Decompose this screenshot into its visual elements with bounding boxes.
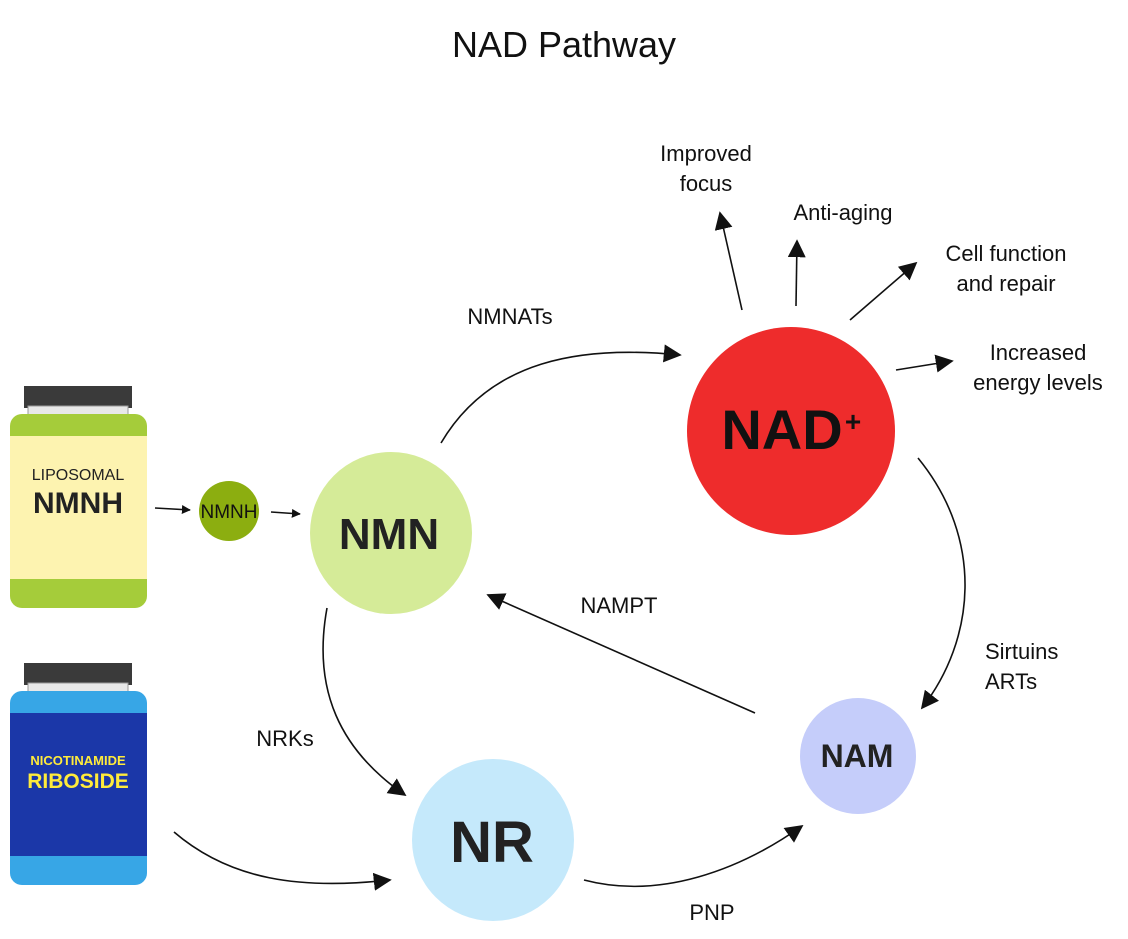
enzyme-nampt: NAMPT	[581, 593, 658, 618]
arrow-nad-to-nam	[917, 457, 966, 710]
bottle-label-line1: LIPOSOMAL	[32, 467, 125, 484]
diagram-title: NAD Pathway	[451, 24, 677, 65]
bottle-label-line1: NICOTINAMIDE	[30, 753, 126, 768]
enzyme-nrks: NRKs	[256, 726, 313, 751]
benefit-cell-line1: Cell function	[945, 241, 1066, 266]
arrow-nmnh-to-nmn	[270, 508, 301, 518]
arrow-bottle-to-nmnh	[154, 505, 191, 515]
benefit-anti-aging: Anti-aging	[793, 200, 892, 225]
arrow-nmn-to-nr	[322, 607, 407, 797]
benefit-focus-line1: Improved	[660, 141, 752, 166]
nam-label: NAM	[821, 738, 894, 774]
nmn-node	[310, 452, 472, 614]
nam-node	[800, 698, 916, 814]
enzyme-arts: ARTs	[985, 669, 1037, 694]
nr-node	[412, 759, 574, 921]
arrow-nad-to-anti-aging	[787, 239, 806, 307]
bottle-cap	[24, 386, 132, 408]
benefit-energy-line1: Increased	[990, 340, 1087, 365]
nmn-label: NMN	[339, 510, 439, 559]
bottle-label	[10, 713, 147, 856]
nr-label: NR	[450, 810, 534, 875]
bottle-label-line2: NMNH	[33, 487, 123, 520]
bottle-label-line2: RIBOSIDE	[27, 770, 129, 793]
enzyme-sirtuins: Sirtuins	[985, 639, 1058, 664]
nad-label: NAD	[721, 398, 842, 461]
arrow-nmn-to-nad	[440, 344, 682, 444]
nicotinamide-riboside-bottle: NICOTINAMIDE RIBOSIDE	[10, 663, 147, 885]
bottle-cap	[24, 663, 132, 685]
benefit-cell-line2: and repair	[956, 271, 1055, 296]
nad-node	[687, 327, 895, 535]
liposomal-nmnh-bottle: LIPOSOMAL NMNH	[10, 386, 147, 608]
arrow-nad-to-energy	[895, 354, 954, 373]
enzyme-pnp: PNP	[689, 900, 734, 925]
benefit-energy-line2: energy levels	[973, 370, 1103, 395]
arrow-nad-to-focus	[714, 211, 743, 311]
bottle-label	[10, 436, 147, 579]
nmnh-small-label: NMNH	[201, 502, 258, 523]
arrow-bottle-to-nr	[173, 831, 392, 891]
benefit-focus-line2: focus	[680, 171, 733, 196]
arrow-nad-to-cell-function	[849, 261, 918, 321]
arrow-nam-to-nmn	[486, 593, 756, 714]
nmnh-small-node	[199, 481, 259, 541]
enzyme-nmnats: NMNATs	[467, 304, 552, 329]
nad-superscript: +	[845, 406, 861, 437]
arrow-nr-to-nam	[583, 824, 804, 888]
